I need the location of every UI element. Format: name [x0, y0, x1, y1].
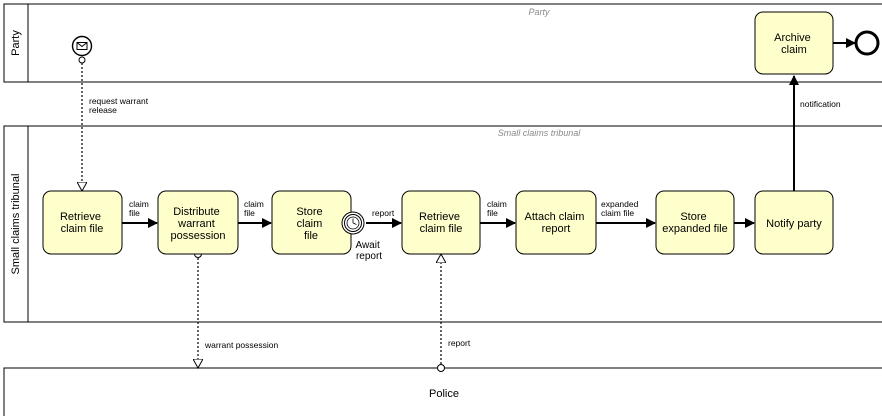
- label-warrant-possession: warrant possession: [204, 340, 279, 350]
- msg-flow-request-warrant-release[interactable]: [79, 56, 85, 191]
- label-claim-file-1: claim file: [129, 199, 151, 218]
- label-report-seq: report: [372, 208, 395, 218]
- task-attach-claim-report[interactable]: Attach claim report: [515, 190, 597, 255]
- task-retrieve-claim-file[interactable]: Retrieve claim file: [42, 190, 123, 255]
- task-notify-party-label: Notify party: [766, 218, 822, 230]
- task-archive-claim[interactable]: Archive claim: [754, 11, 834, 75]
- task-store-expanded-file-label: Store expanded file: [662, 211, 727, 235]
- msg-flow-report[interactable]: [438, 254, 445, 372]
- task-retrieve-claim-file-2[interactable]: Retrieve claim file: [401, 190, 481, 255]
- task-archive-claim-label: Archive claim: [774, 32, 814, 56]
- end-event[interactable]: [854, 30, 880, 56]
- clock-icon: [346, 216, 360, 230]
- label-notification: notification: [800, 99, 841, 109]
- task-notify-party[interactable]: Notify party: [754, 190, 834, 255]
- task-store-expanded-file[interactable]: Store expanded file: [655, 190, 735, 255]
- task-distribute-warrant-possession[interactable]: Distribute warrant possession: [157, 190, 239, 255]
- label-request-warrant-release: request warrant release: [89, 96, 150, 115]
- pool-tribunal-watermark: Small claims tribunal: [498, 128, 582, 138]
- task-store-claim-file-label: Store claim file: [296, 206, 325, 242]
- pool-party-title: Party: [10, 30, 22, 56]
- label-report-msg: report: [448, 338, 471, 348]
- pool-party: Party Party: [3, 3, 882, 83]
- task-retrieve-claim-file-label: Retrieve claim file: [60, 211, 104, 235]
- timer-event-await-report[interactable]: Await report: [341, 211, 383, 262]
- envelope-icon: [76, 42, 88, 50]
- label-claim-file-3: claim file: [487, 199, 509, 218]
- pool-police-title: Police: [429, 388, 459, 400]
- task-attach-claim-report-label: Attach claim report: [525, 211, 588, 235]
- label-claim-file-2: claim file: [244, 199, 266, 218]
- message-start-event[interactable]: [71, 35, 93, 57]
- pool-tribunal-title: Small claims tribunal: [10, 174, 22, 275]
- label-expanded-claim-file: expanded claim file: [601, 199, 641, 218]
- task-store-claim-file[interactable]: Store claim file: [271, 190, 352, 255]
- task-retrieve-claim-file-2-label: Retrieve claim file: [419, 211, 463, 235]
- pool-police: Police: [3, 367, 882, 416]
- pool-party-watermark: Party: [528, 7, 550, 17]
- timer-event-label: Await report: [355, 240, 382, 262]
- sequence-flows: [122, 38, 856, 228]
- task-distribute-warrant-label: Distribute warrant possession: [170, 206, 225, 242]
